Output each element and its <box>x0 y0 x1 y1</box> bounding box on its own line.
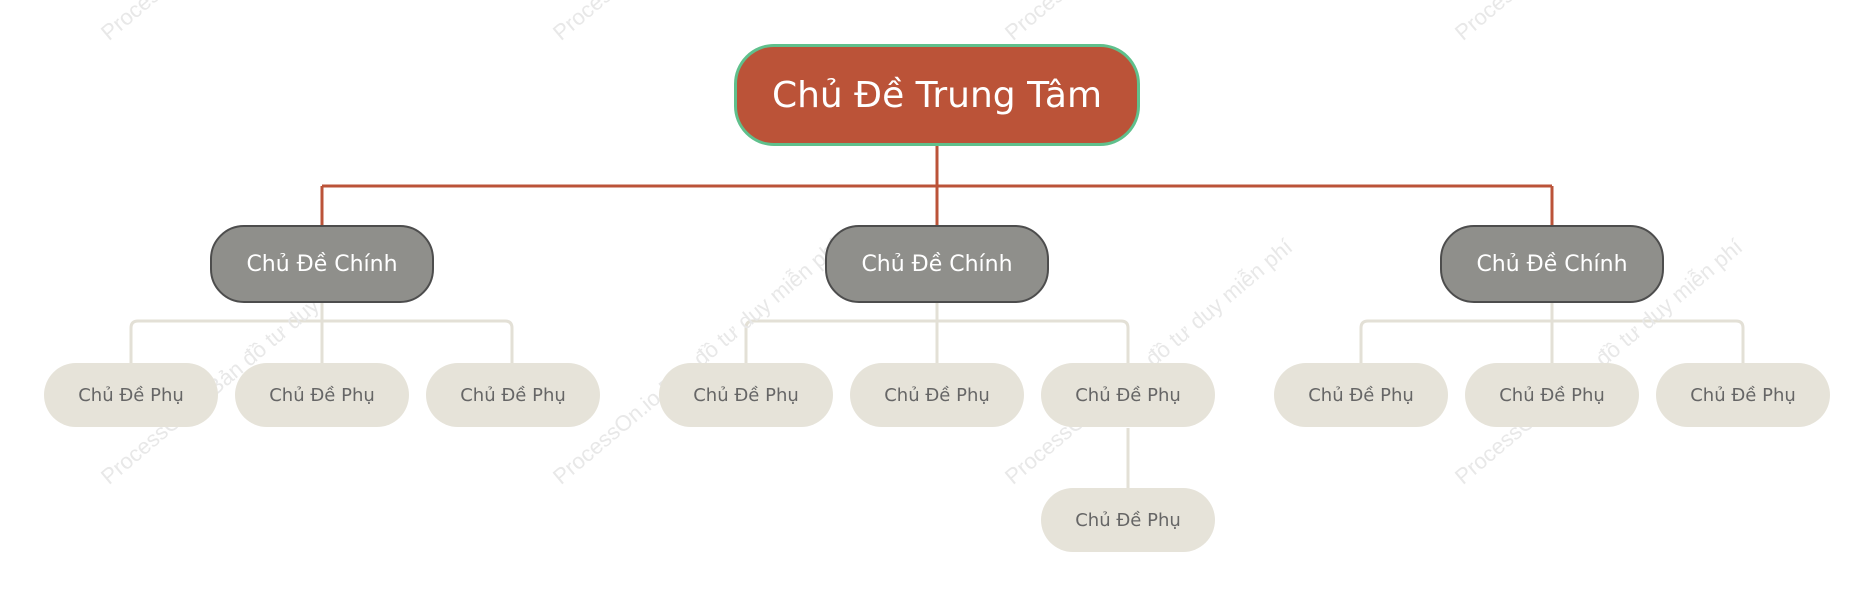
branch-3-bus <box>1359 319 1745 364</box>
sub-topic-1-1[interactable]: Chủ Đề Phụ <box>44 363 218 427</box>
main-topic-3[interactable]: Chủ Đề Chính <box>1440 225 1664 303</box>
sub-connectors <box>129 303 1745 489</box>
sub-topic-3-1[interactable]: Chủ Đề Phụ <box>1274 363 1448 427</box>
sub-topic-1-2[interactable]: Chủ Đề Phụ <box>235 363 409 427</box>
main-topic-2[interactable]: Chủ Đề Chính <box>825 225 1049 303</box>
sub-topic-3-3[interactable]: Chủ Đề Phụ <box>1656 363 1830 427</box>
main-topic-1[interactable]: Chủ Đề Chính <box>210 225 434 303</box>
branch-1-bus <box>129 319 514 364</box>
branch-2-bus <box>744 319 1130 364</box>
sub-topic-1-3[interactable]: Chủ Đề Phụ <box>426 363 600 427</box>
central-topic[interactable]: Chủ Đề Trung Tâm <box>734 44 1140 146</box>
central-connectors <box>320 146 1554 226</box>
sub-topic-2-1[interactable]: Chủ Đề Phụ <box>659 363 833 427</box>
sub-topic-2-3-child[interactable]: Chủ Đề Phụ <box>1041 488 1215 552</box>
sub-topic-2-2[interactable]: Chủ Đề Phụ <box>850 363 1024 427</box>
sub-topic-3-2[interactable]: Chủ Đề Phụ <box>1465 363 1639 427</box>
sub-topic-2-3[interactable]: Chủ Đề Phụ <box>1041 363 1215 427</box>
